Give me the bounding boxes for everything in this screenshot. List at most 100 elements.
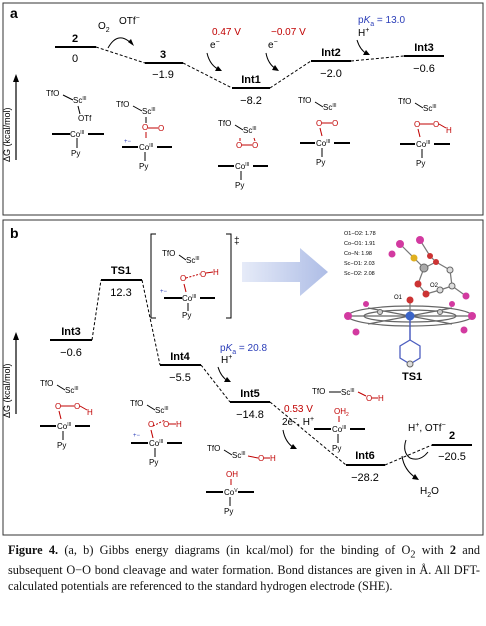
proton-b: H+ <box>221 354 232 366</box>
structure-int3-a: TfO ScIII O O H CoIII Py <box>398 97 452 168</box>
svg-text:O: O <box>200 270 206 279</box>
potential-2: −0.07 V <box>271 27 306 38</box>
svg-text:ScIII: ScIII <box>155 406 169 415</box>
svg-text:+−: +− <box>124 139 132 145</box>
svg-text:O: O <box>258 454 264 463</box>
svg-text:CoIII: CoIII <box>57 422 71 431</box>
panel-b-label: b <box>10 225 19 241</box>
species-label: TS1 <box>111 265 131 277</box>
svg-text:Py: Py <box>57 441 66 450</box>
structure-int4: TfO ScIII O O H CoIII +− Py <box>130 399 182 467</box>
species-label: Int1 <box>241 74 261 86</box>
h-otf-reagent: H+, OTf− <box>408 422 446 434</box>
pka-label-a: pKa = 13.0 <box>358 15 405 28</box>
species-energy: −1.9 <box>152 69 174 81</box>
structure-int2: TfO ScIII O O CoIII Py <box>298 96 350 167</box>
atom-markers <box>344 236 476 368</box>
svg-text:ScIII: ScIII <box>423 104 437 113</box>
svg-text:Py: Py <box>182 311 191 320</box>
structure-2: TfO ScIII OTf CoIII Py <box>46 89 104 158</box>
svg-text:CoIII: CoIII <box>316 139 330 148</box>
species-energy: 0 <box>72 53 78 65</box>
svg-text:CoIII: CoIII <box>182 294 196 303</box>
svg-text:ScIII: ScIII <box>186 256 200 265</box>
figure: a ΔG (kcal/mol) 2 0 3 −1.9 Int1 −8.2 Int… <box>2 2 484 536</box>
caption-figure-number: Figure 4. <box>8 543 59 557</box>
svg-text:O: O <box>74 402 80 411</box>
panel-a-levels <box>55 46 444 89</box>
structure-int1: TfO ScIII O O CoIII Py <box>218 119 268 190</box>
species-label: Int2 <box>321 47 341 59</box>
svg-text:Py: Py <box>139 162 148 171</box>
distance-item: Co−N: 1.98 <box>344 251 372 257</box>
species-label: 2 <box>72 33 78 45</box>
figure-caption: Figure 4. (a, b) Gibbs energy diagrams (… <box>8 543 480 593</box>
electron-2: e− <box>268 39 278 51</box>
svg-text:‡: ‡ <box>234 236 240 247</box>
svg-text:ScIII: ScIII <box>232 451 246 460</box>
o2-reagent: O2 <box>98 21 110 34</box>
potential-b: 0.53 V <box>284 404 313 415</box>
svg-text:TfO: TfO <box>40 379 53 388</box>
panel-b-y-axis: ΔG (kcal/mol) <box>2 332 19 418</box>
svg-text:Py: Py <box>224 507 233 516</box>
svg-text:ScIII: ScIII <box>323 103 337 112</box>
svg-text:O: O <box>148 420 154 429</box>
species-energy: −20.5 <box>438 451 466 463</box>
svg-text:TfO: TfO <box>298 96 311 105</box>
svg-text:O: O <box>316 119 322 128</box>
species-energy: −5.5 <box>169 372 191 384</box>
atom-label-o2: O2 <box>430 283 439 289</box>
electrons-protons: 2e−, H+ <box>282 416 314 428</box>
panel-b-ylabel: ΔG (kcal/mol) <box>2 363 12 418</box>
panel-a-ylabel: ΔG (kcal/mol) <box>2 107 12 162</box>
svg-text:H: H <box>378 394 384 403</box>
svg-text:CoIII: CoIII <box>235 162 249 171</box>
svg-text:Py: Py <box>149 458 158 467</box>
svg-text:CoIII: CoIII <box>70 130 84 139</box>
ts-to-structure-arrow <box>242 248 328 296</box>
distance-item: Sc−O1: 2.03 <box>344 261 375 267</box>
svg-text:CoIII: CoIII <box>332 425 346 434</box>
ts1-structure-label: TS1 <box>402 371 422 383</box>
species-energy: −0.6 <box>60 347 82 359</box>
svg-text:O: O <box>180 274 186 283</box>
panel-b-levels <box>50 279 472 466</box>
panel-a-y-axis: ΔG (kcal/mol) <box>2 74 19 162</box>
svg-text:H: H <box>176 420 182 429</box>
ts1-bracket-structure: ‡ TfO ScIII O O H CoIII +− Py <box>150 233 240 320</box>
panel-b-step-annotations: pKa = 20.8 H+ 0.53 V 2e−, H+ H+, OTf− H2… <box>217 343 446 499</box>
svg-text:+−: +− <box>160 289 168 295</box>
svg-text:TfO: TfO <box>162 249 175 258</box>
svg-text:TfO: TfO <box>398 97 411 106</box>
svg-text:Py: Py <box>416 159 425 168</box>
svg-text:O: O <box>142 123 148 132</box>
species-label: Int3 <box>61 326 81 338</box>
svg-text:O: O <box>433 120 439 129</box>
svg-text:OH2: OH2 <box>334 407 349 418</box>
svg-text:O: O <box>55 402 61 411</box>
svg-text:H: H <box>87 408 93 417</box>
svg-text:Py: Py <box>316 158 325 167</box>
species-label: Int5 <box>240 388 260 400</box>
distance-item: Sc−O2: 2.08 <box>344 271 375 277</box>
species-label: Int6 <box>355 450 375 462</box>
species-energy: −2.0 <box>320 68 342 80</box>
species-label: Int3 <box>414 42 434 54</box>
panel-a-frame <box>2 2 484 216</box>
svg-text:O: O <box>158 124 164 133</box>
svg-text:CoIII: CoIII <box>139 143 153 152</box>
svg-text:TfO: TfO <box>218 119 231 128</box>
svg-text:Py: Py <box>235 181 244 190</box>
svg-text:ScIII: ScIII <box>341 388 355 397</box>
panel-b-level-labels: Int3 −0.6 TS1 12.3 Int4 −5.5 Int5 −14.8 … <box>60 265 466 484</box>
species-label: 2 <box>449 430 455 442</box>
svg-text:TfO: TfO <box>312 387 325 396</box>
species-label: Int4 <box>170 351 190 363</box>
svg-text:TfO: TfO <box>130 399 143 408</box>
species-energy: −8.2 <box>240 95 262 107</box>
bond-distance-list: O1−O2: 1.78 Co−O1: 1.91 Co−N: 1.98 Sc−O1… <box>344 231 376 277</box>
distance-item: Co−O1: 1.91 <box>344 241 375 247</box>
structure-int5: TfO ScIII O H OH CoV Py <box>206 444 276 516</box>
svg-text:H: H <box>446 126 452 135</box>
